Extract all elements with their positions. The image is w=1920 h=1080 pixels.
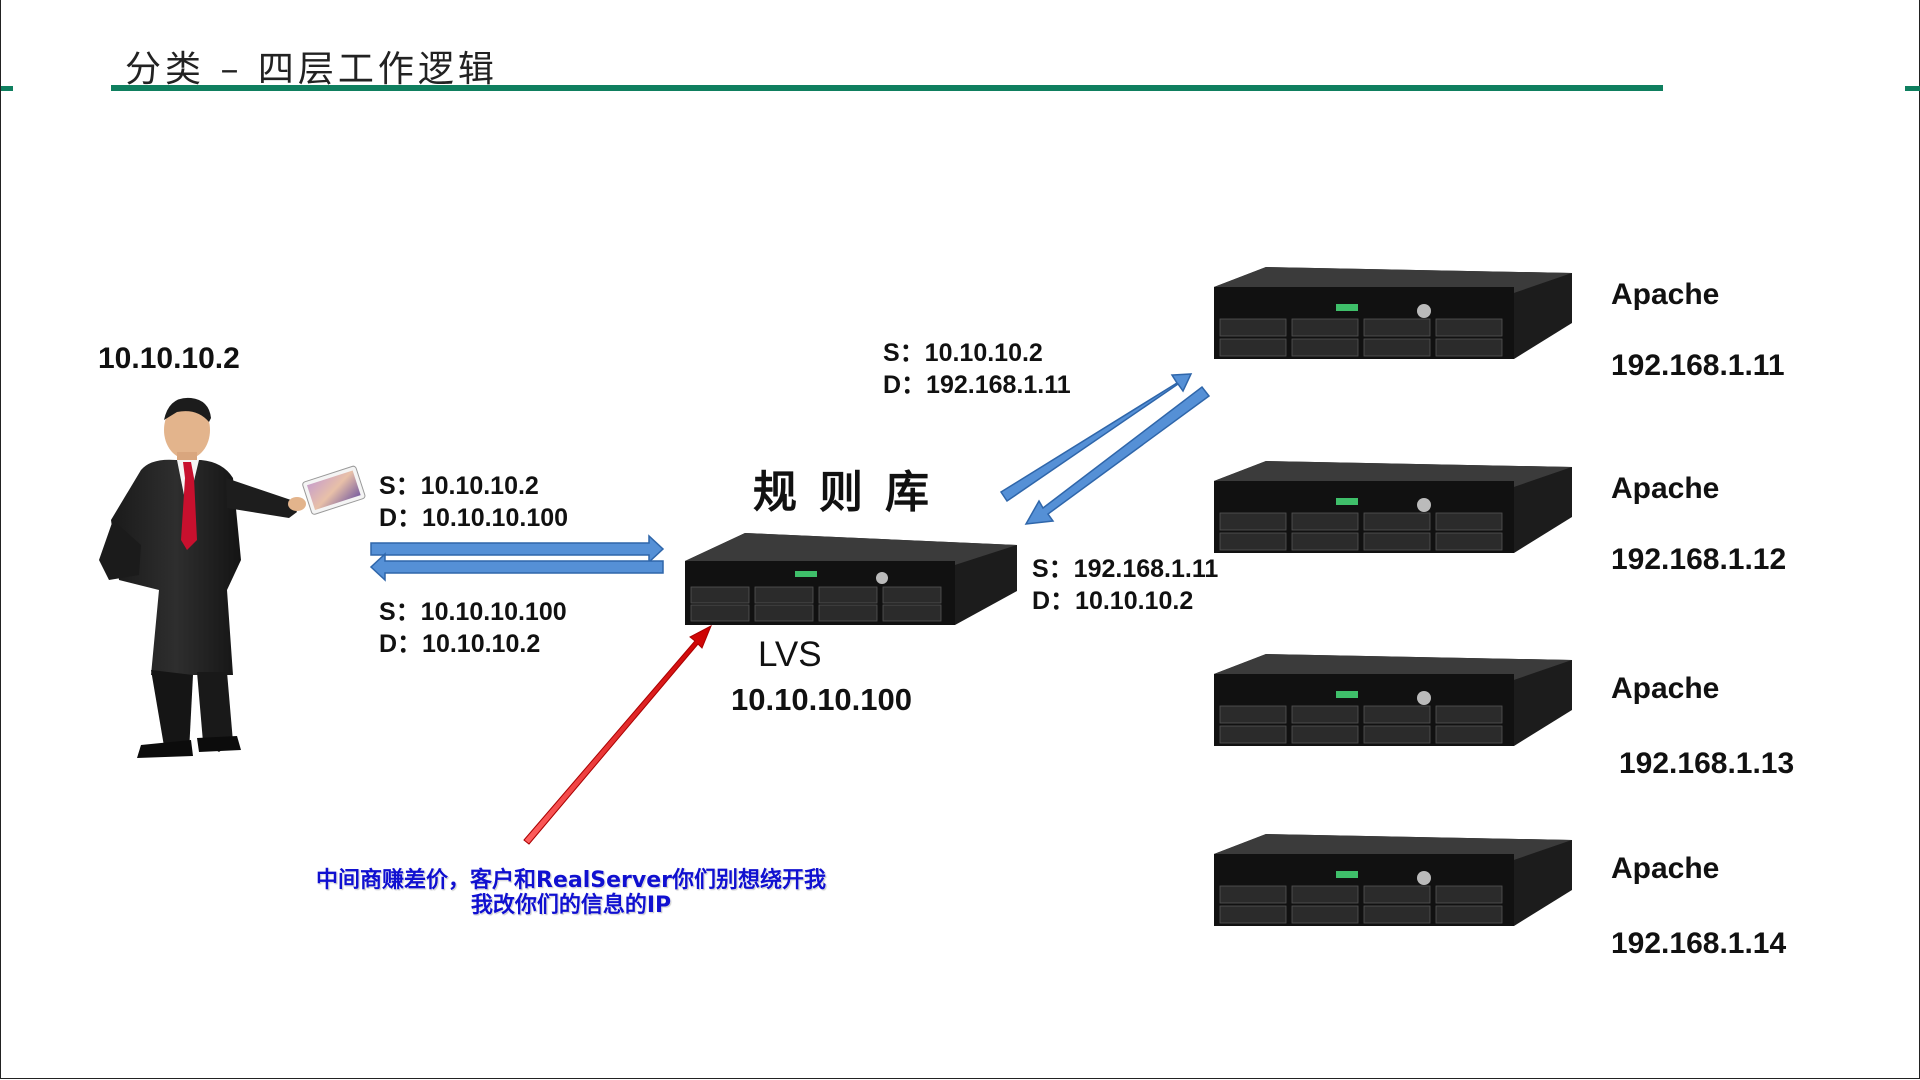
slide-title: 分类 – 四层工作逻辑 xyxy=(125,49,498,90)
pointer-arrow xyxy=(523,624,712,845)
rack-server-icon xyxy=(1214,461,1572,553)
server-ip: 192.168.1.14 xyxy=(1611,927,1787,960)
real-server xyxy=(1214,834,1572,936)
server-ip: 192.168.1.12 xyxy=(1611,543,1787,576)
real-server xyxy=(1214,461,1572,563)
backend-response-packet: S：192.168.1.11 D：10.10.10.2 xyxy=(1032,553,1218,617)
real-server xyxy=(1214,267,1572,369)
packet-source: S：10.10.10.100 xyxy=(379,598,567,626)
packet-source: S：10.10.10.2 xyxy=(379,472,539,500)
packet-destination: D：10.10.10.2 xyxy=(379,630,541,658)
server-ip: 192.168.1.13 xyxy=(1619,747,1795,780)
packet-destination: D：10.10.10.2 xyxy=(1032,587,1194,615)
client-ip: 10.10.10.2 xyxy=(98,342,240,375)
packet-destination: D：192.168.1.11 xyxy=(883,371,1071,399)
packet-destination: D：10.10.10.100 xyxy=(379,504,569,532)
packet-source: S：192.168.1.11 xyxy=(1032,555,1219,583)
packet-source: S：10.10.10.2 xyxy=(883,339,1043,367)
server-name: Apache xyxy=(1611,472,1720,505)
annotation-line-2: 我改你们的信息的IP xyxy=(470,893,672,918)
lvs-ip: 10.10.10.100 xyxy=(731,682,913,717)
rack-server-icon xyxy=(685,533,1017,625)
lvs-name: LVS xyxy=(758,635,822,674)
server-name: Apache xyxy=(1611,852,1720,885)
title-rule-right xyxy=(1905,86,1920,91)
businessman-with-tablet-icon xyxy=(99,397,366,758)
rack-server-icon xyxy=(1214,267,1572,359)
real-server xyxy=(1214,654,1572,756)
client-lvs-arrows xyxy=(369,534,665,582)
annotation-note: 中间商赚差价，客户和RealServer你们别想绕开我 我改你们的信息的IP xyxy=(301,868,841,918)
title-rule xyxy=(111,85,1663,91)
backend-request-packet: S：10.10.10.2 D：192.168.1.11 xyxy=(883,337,1071,401)
client-request-packet: S：10.10.10.2 D：10.10.10.100 xyxy=(379,470,568,534)
client-response-packet: S：10.10.10.100 D：10.10.10.2 xyxy=(379,596,567,660)
server-ip: 192.168.1.11 xyxy=(1611,349,1785,382)
rule-library-label: 规则库 xyxy=(753,467,951,518)
annotation-line-1: 中间商赚差价，客户和RealServer你们别想绕开我 xyxy=(316,868,826,893)
lvs-backend-arrows xyxy=(999,373,1211,525)
server-name: Apache xyxy=(1611,278,1720,311)
rack-server-icon xyxy=(1214,834,1572,926)
rack-server-icon xyxy=(1214,654,1572,746)
lvs-server xyxy=(685,533,1017,631)
title-rule-left xyxy=(1,86,13,91)
server-name: Apache xyxy=(1611,672,1720,705)
